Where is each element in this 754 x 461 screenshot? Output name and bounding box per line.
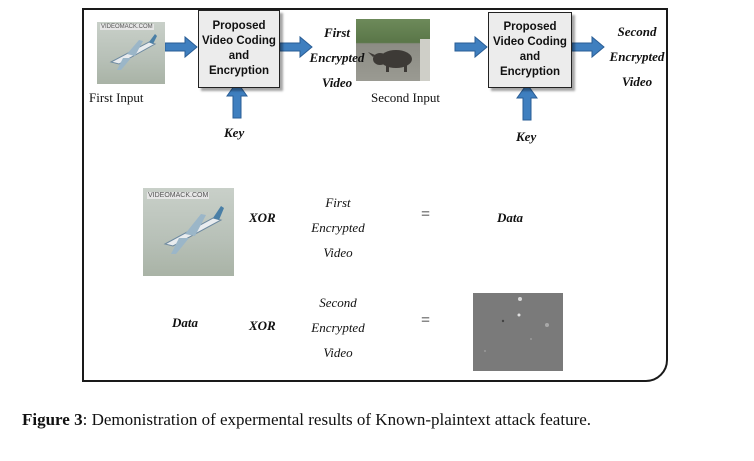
second-input-label: Second Input <box>371 90 440 105</box>
airplane-icon <box>109 34 157 70</box>
second-encrypted-label-row2: Second Encrypted Video <box>311 295 365 360</box>
process-box-2: Proposed Video Coding and Encryption <box>488 12 572 88</box>
figure-caption: Figure 3: Demonistration of expermental … <box>22 410 591 430</box>
equals-row1: = <box>421 206 431 223</box>
caption-prefix: Figure 3 <box>22 410 83 429</box>
xor-input-image: VIDEOMACK.COM <box>143 188 234 276</box>
thumbnail-watermark: VIDEOMACK.COM <box>100 24 154 30</box>
arrow-box2-to-encrypted2 <box>571 36 605 58</box>
second-input-image <box>356 19 430 81</box>
equals-row2: = <box>421 312 431 329</box>
arrow-input1-to-box1 <box>164 36 198 58</box>
arrow-input2-to-box2 <box>454 36 488 58</box>
data-label-row2: Data <box>172 315 198 330</box>
rhino-icon <box>368 39 430 81</box>
noise-speckles <box>484 297 549 352</box>
process-box-1: Proposed Video Coding and Encryption <box>198 10 280 88</box>
xor-label-row2: XOR <box>249 318 276 333</box>
key-label-1: Key <box>224 125 245 140</box>
thumbnail-watermark-2: VIDEOMACK.COM <box>147 192 210 199</box>
arrow-key2-up <box>516 83 538 121</box>
first-encrypted-label: First Encrypted Video <box>309 25 365 90</box>
caption-text: : Demonistration of expermental results … <box>82 410 592 429</box>
data-label-row1: Data <box>497 210 523 225</box>
xor-label-row1: XOR <box>249 210 276 225</box>
key-label-2: Key <box>516 129 537 144</box>
first-input-label: First Input <box>89 90 144 105</box>
first-input-image: VIDEOMACK.COM <box>97 22 165 84</box>
result-noise-image <box>473 293 563 371</box>
airplane-icon-2 <box>163 206 224 254</box>
first-encrypted-label-row1: First Encrypted Video <box>311 195 365 260</box>
second-encrypted-label: Second Encrypted Video <box>609 24 665 89</box>
